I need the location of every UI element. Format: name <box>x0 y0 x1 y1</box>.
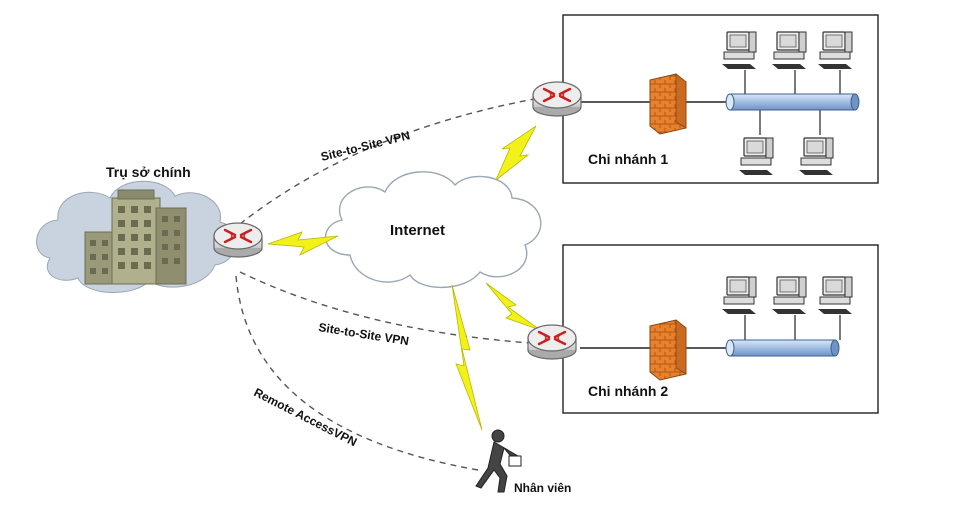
branch2-lan-lines <box>744 315 841 340</box>
vpn-top-label: Site-to-Site VPN <box>319 128 411 164</box>
employee-label: Nhân viên <box>514 481 571 495</box>
lightning-branch1-icon <box>495 125 537 181</box>
vpn-tunnel-hq-branch1 <box>239 96 546 225</box>
remote-access-tunnel <box>235 275 479 471</box>
hq-router-icon <box>212 221 264 259</box>
person-icon <box>475 429 522 493</box>
branch2-router-icon <box>526 323 578 361</box>
internet-cloud-icon <box>325 171 542 289</box>
branch2-box <box>562 244 879 414</box>
branch2-firewall-icon <box>649 319 687 381</box>
branch2-label: Chi nhánh 2 <box>588 383 668 399</box>
branch1-lan-lines <box>744 70 841 135</box>
lightning-branch2-icon <box>485 282 541 331</box>
vpn-tunnel-hq-branch2 <box>239 271 531 344</box>
branch1-lan-bus <box>725 93 860 111</box>
headquarters-label: Trụ sở chính <box>106 164 191 180</box>
lightning-hq-icon <box>267 231 339 256</box>
branch1-label: Chi nhánh 1 <box>588 151 668 167</box>
lightning-remote-icon <box>451 284 483 431</box>
branch1-router-icon <box>531 80 583 118</box>
branch1-firewall-icon <box>649 73 687 135</box>
building-icon <box>84 189 187 285</box>
branch2-lan-bus <box>725 339 840 357</box>
remote-vpn-label: Remote AccessVPN <box>252 385 360 449</box>
internet-label: Internet <box>390 222 445 239</box>
